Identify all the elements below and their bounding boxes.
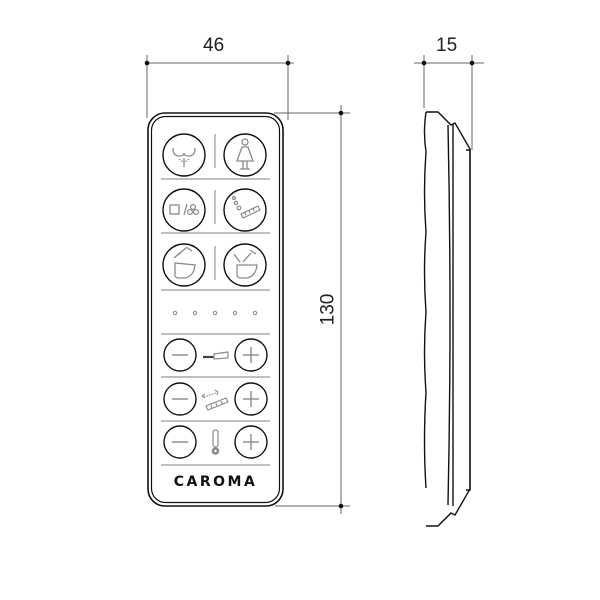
button-circles	[162, 133, 268, 459]
water-pressure-minus-button[interactable]	[164, 339, 196, 371]
indicator-led-5	[252, 310, 258, 316]
plus-icon	[243, 391, 259, 407]
brand-logo: CAROMA	[173, 474, 258, 490]
nozzle-clean-icon	[232, 196, 261, 219]
feminine-wash-icon	[236, 138, 254, 170]
minus-plus-glyphs	[172, 347, 259, 450]
rear-wash-button[interactable]	[163, 134, 205, 176]
nozzle-clean-button[interactable]	[224, 189, 266, 231]
rear-wash-icon	[172, 147, 196, 167]
water-pressure-icon	[203, 351, 229, 360]
lid-open-button[interactable]	[163, 244, 205, 286]
nozzle-position-icon	[201, 389, 229, 411]
dimension-height-label: 130	[317, 293, 339, 326]
indicator-led-2	[192, 310, 198, 316]
water-pressure-plus-button[interactable]	[235, 339, 267, 371]
stop-dryer-button[interactable]	[163, 189, 205, 231]
temperature-icon	[211, 429, 220, 455]
nozzle-position-minus-button[interactable]	[164, 383, 196, 415]
feminine-wash-button[interactable]	[224, 134, 266, 176]
plus-icon	[243, 434, 259, 450]
remote-side-view	[423, 111, 471, 527]
row-dividers	[161, 178, 270, 466]
indicator-led-4	[232, 310, 238, 316]
dimension-width-label: 46	[203, 35, 225, 56]
dimension-dots	[144, 60, 475, 509]
nozzle-position-plus-button[interactable]	[235, 383, 267, 415]
indicator-led-3	[212, 310, 218, 316]
seat-open-button[interactable]	[224, 244, 266, 286]
plus-icon	[243, 347, 259, 363]
temperature-plus-button[interactable]	[235, 426, 267, 458]
temperature-minus-button[interactable]	[164, 426, 196, 458]
dimension-lines	[146, 55, 484, 514]
lid-open-icon	[173, 246, 196, 279]
remote-front-view	[147, 112, 284, 507]
dimension-depth-label: 15	[436, 35, 458, 56]
stop-fan-icon	[169, 203, 200, 216]
indicator-led-1	[172, 310, 178, 316]
seat-open-icon	[233, 249, 258, 279]
indicator-leds	[172, 310, 258, 316]
